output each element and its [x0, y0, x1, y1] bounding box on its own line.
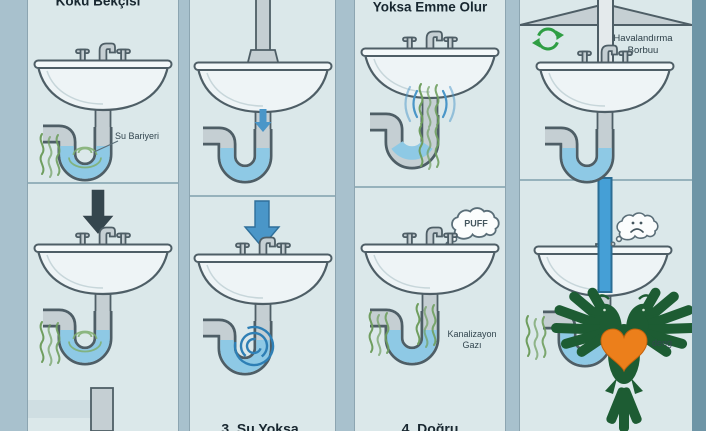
panel-1-illustration: Koku Bekçisi Su Bariyeri	[28, 0, 178, 431]
faucet-icon	[75, 42, 131, 62]
scene-swirling-drain	[193, 236, 333, 367]
sewer-gas-waves	[39, 321, 61, 366]
trap-water	[569, 148, 605, 174]
sad-thought-bubble	[610, 212, 659, 247]
panel-water-flow: 3. Su Yoksa	[190, 0, 335, 431]
faucet-icon	[235, 236, 291, 256]
panel-4-title-line2: Borbuu	[628, 45, 659, 56]
faucet-icon	[402, 226, 458, 246]
puff-bubble: PUFF	[445, 207, 500, 247]
fragment-label: deng	[652, 338, 672, 348]
suction-vibration-arcs	[404, 85, 456, 123]
faucet-icon	[577, 44, 633, 64]
trap-water-low	[397, 145, 427, 153]
sink-bowl	[33, 243, 173, 296]
scene-trap-sealed-bottom	[33, 226, 173, 357]
panel-suction: Yoksa Emme Olur PUFF	[355, 0, 505, 431]
trap-water	[227, 148, 263, 174]
panel-3-caption: 4. Doğru	[402, 421, 459, 431]
panel-3-illustration: Yoksa Emme Olur PUFF	[355, 0, 505, 431]
sink-bowl	[360, 243, 500, 296]
wall-ledge	[28, 400, 91, 418]
water-column	[597, 177, 613, 293]
sink-bowl	[535, 61, 675, 114]
sewer-gas-label-line2: Gazı	[462, 340, 481, 350]
panel-1-title: Koku Bekçisi	[56, 0, 141, 9]
panel-vent-pipe: Havalandırma Borbuu	[520, 0, 692, 431]
supply-pipe	[255, 0, 271, 55]
puff-label: PUFF	[464, 219, 488, 229]
air-cycle-icon	[530, 27, 566, 51]
panel-3-title: Yoksa Emme Olur	[373, 0, 488, 15]
faucet-icon	[402, 30, 458, 50]
scene-vented-sink-upper	[535, 44, 675, 175]
panel-2-caption: 3. Su Yoksa	[221, 421, 299, 431]
panel-2-illustration: 3. Su Yoksa	[190, 0, 335, 431]
sink-bowl	[360, 47, 500, 100]
faucet-icon	[75, 226, 131, 246]
right-edge-strip	[692, 0, 706, 431]
sink-bowl	[193, 61, 333, 114]
sewer-gas-label-line1: Kanalizayon	[447, 329, 496, 339]
sink-bowl	[33, 59, 173, 112]
drain-outlet-pipe	[90, 387, 114, 431]
scene-trap-sealed-top	[33, 42, 173, 173]
panel-odor-guard: Koku Bekçisi Su Bariyeri	[28, 0, 178, 431]
sad-mouth-icon	[630, 228, 644, 233]
sink-bowl	[193, 253, 333, 306]
water-barrier-label: Su Bariyeri	[115, 131, 159, 141]
panel-4-illustration: Havalandırma Borbuu	[520, 0, 692, 431]
sewer-gas-waves	[525, 315, 547, 360]
panel-4-title-line1: Havalandırma	[613, 33, 673, 44]
label-leader-line	[93, 140, 119, 153]
